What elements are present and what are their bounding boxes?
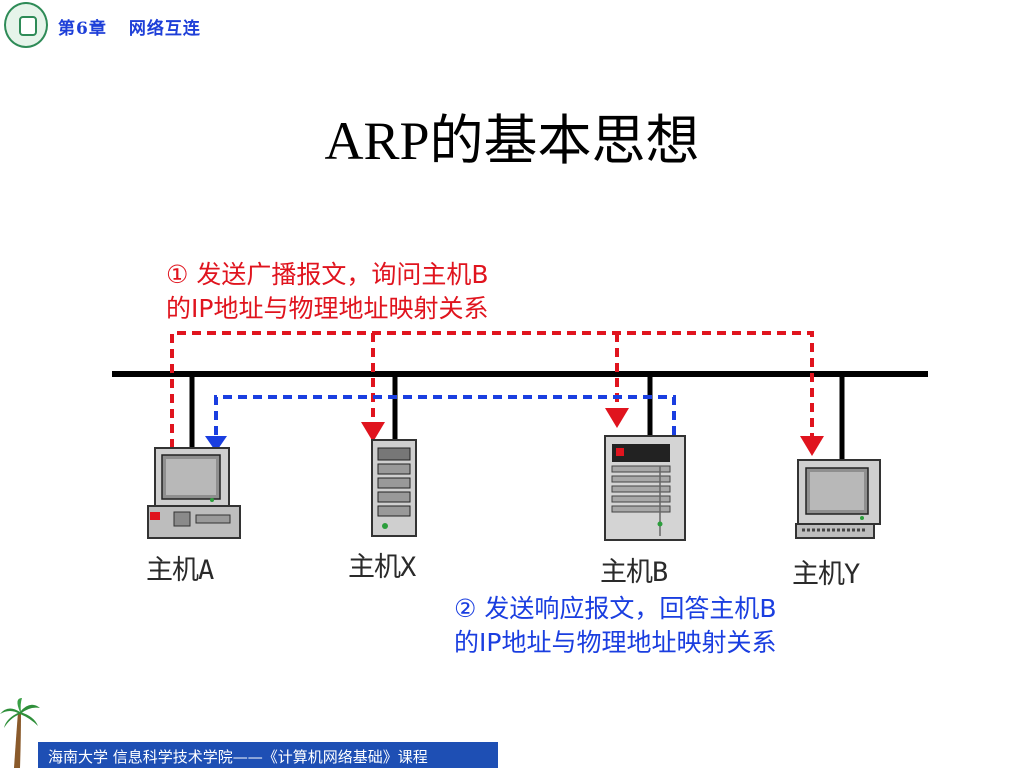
chapter-number: 第6章 [58, 19, 107, 39]
broadcast-note-line2: 的IP地址与物理地址映射关系 [166, 294, 489, 323]
reply-note-line2: 的IP地址与物理地址映射关系 [454, 628, 777, 657]
footer-bar [38, 742, 498, 768]
reply-path [214, 395, 676, 440]
chapter-heading: 第6章 网络互连 [58, 14, 201, 39]
host-y-workstation-icon [795, 459, 881, 539]
chapter-title: 网络互连 [128, 19, 201, 39]
arrow-to-y [800, 436, 824, 456]
host-b-label: 主机B [600, 557, 668, 588]
broadcast-note-line1: ① 发送广播报文，询问主机B [166, 260, 489, 289]
university-logo-icon [4, 2, 48, 48]
arrow-to-b [605, 408, 629, 428]
palm-tree-icon [0, 698, 40, 768]
host-a-computer-icon [147, 447, 241, 539]
broadcast-path [170, 331, 814, 448]
host-b-server-icon [604, 435, 686, 541]
footer-text: 海南大学 信息科学技术学院——《计算机网络基础》课程 [48, 748, 428, 766]
slide-title: ARP的基本思想 [324, 111, 700, 171]
arrow-to-x [361, 422, 385, 442]
slide-header: 第6章 网络互连 [0, 0, 1024, 50]
broadcast-note: ① 发送广播报文，询问主机B 的IP地址与物理地址映射关系 [166, 258, 489, 326]
reply-note: ② 发送响应报文，回答主机B 的IP地址与物理地址映射关系 [454, 592, 777, 660]
host-x-server-icon [371, 439, 417, 537]
host-x-label: 主机X [348, 552, 416, 583]
host-y-label: 主机Y [792, 559, 860, 590]
arrow-to-a [205, 436, 227, 452]
reply-note-line1: ② 发送响应报文，回答主机B [454, 594, 777, 623]
host-a-label: 主机A [146, 555, 214, 586]
